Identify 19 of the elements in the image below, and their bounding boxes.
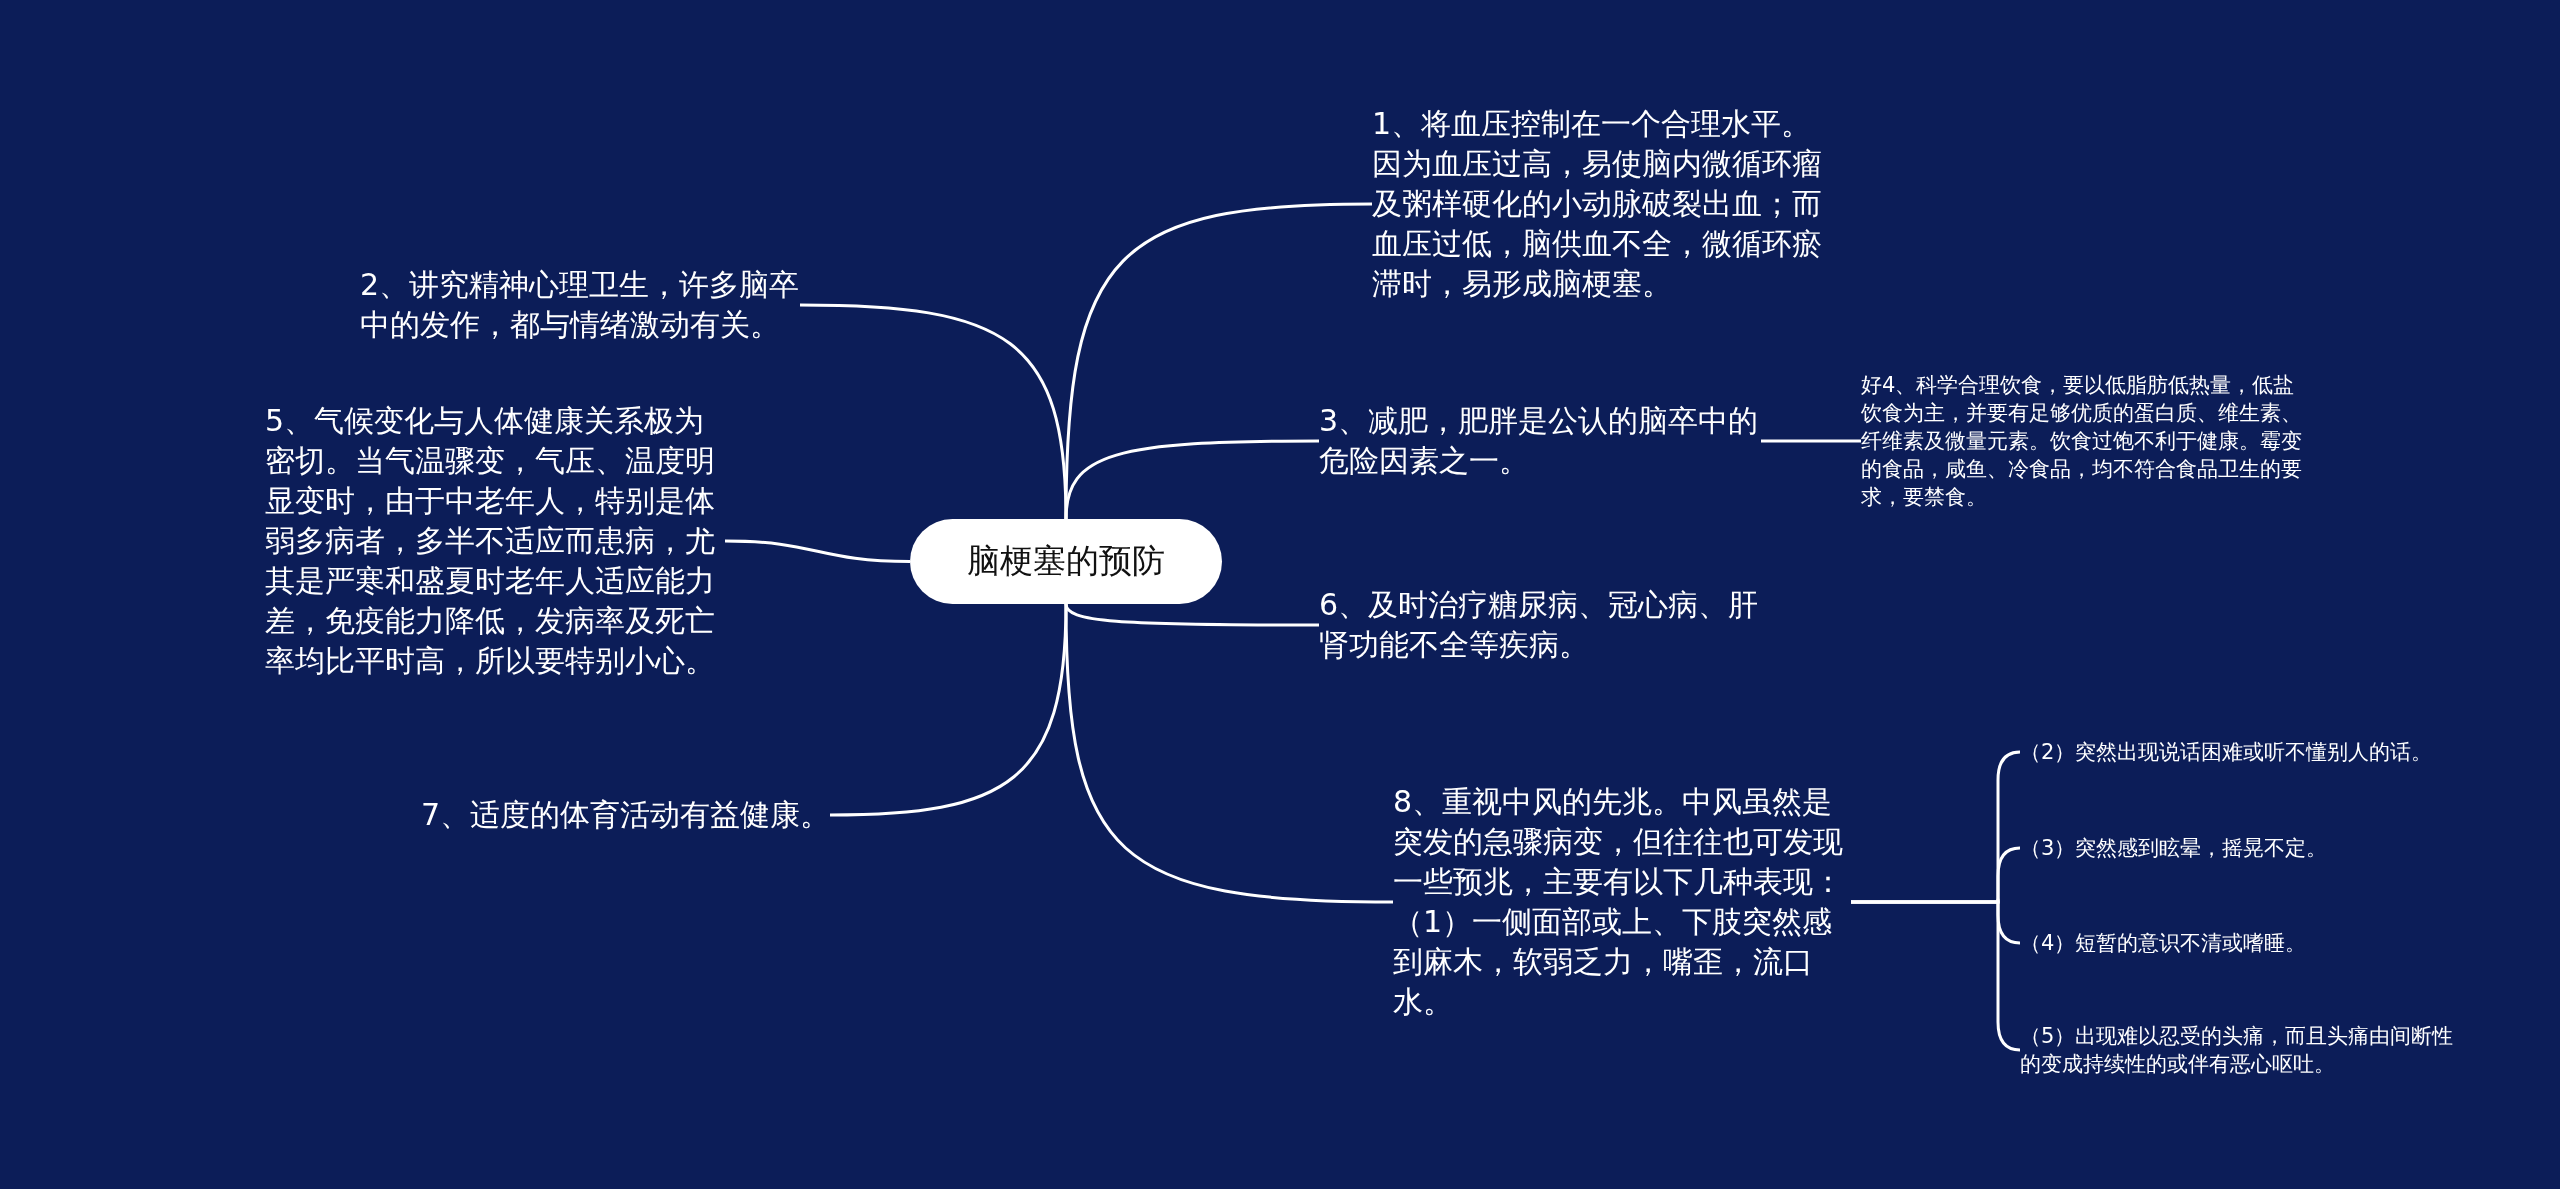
branch-line	[829, 603, 1068, 817]
topic-text: （3）突然感到眩晕，摇晃不定。	[2020, 834, 2328, 862]
branch-line	[1064, 439, 1319, 520]
central-topic: 脑梗塞的预防	[910, 519, 1222, 604]
branch-line	[1064, 603, 1394, 904]
topic-text: （5）出现难以忍受的头痛，而且头痛由间断性的变成持续性的或伴有恶心呕吐。	[2020, 1022, 2470, 1078]
topic-text: 3、减肥，肥胖是公认的脑卒中的危险因素之一。	[1319, 401, 1761, 481]
topic-text: 6、及时治疗糖尿病、冠心病、肝肾功能不全等疾病。	[1319, 585, 1761, 665]
topic-text: （4）短暂的意识不清或嗜睡。	[2020, 929, 2307, 957]
branch-line	[799, 303, 1068, 520]
topic-text: （2）突然出现说话困难或听不懂别人的话。	[2020, 738, 2433, 766]
topic-text: 1、将血压控制在一个合理水平。因为血压过高，易使脑内微循环瘤及粥样硬化的小动脉破裂出血；而血压过低，脑供血不全，微循环瘀滞时，易形成脑梗塞。	[1372, 104, 1830, 304]
topic-text: 5、气候变化与人体健康关系极为密切。当气温骤变，气压、温度明显变时，由于中老年人，特别是体弱多病者，多半不适应而患病，尤其是严寒和盛夏时老年人适应能力差，免疫能力降低，发病率及死亡率均比平时高，所以要特别小心。	[265, 401, 725, 681]
branch-line	[1761, 439, 1861, 443]
topic-text: 好4、科学合理饮食，要以低脂肪低热量，低盐饮食为主，并要有足够优质的蛋白质、维生素、纤维素及微量元素。饮食过饱不利于健康。霉变的食品，咸鱼、冷食品，均不符合食品卫生的要求，要禁食。	[1861, 371, 2311, 511]
topic-text: 7、适度的体育活动有益健康。	[420, 795, 830, 835]
topic-text: 2、讲究精神心理卫生，许多脑卒中的发作，都与情绪激动有关。	[360, 265, 800, 345]
branch-line	[724, 539, 911, 563]
topic-text: 8、重视中风的先兆。中风虽然是突发的急骤病变，但往往也可发现一些预兆，主要有以下几种表现：（1）一侧面部或上、下肢突然感到麻木，软弱乏力，嘴歪，流口水。	[1393, 782, 1851, 1022]
